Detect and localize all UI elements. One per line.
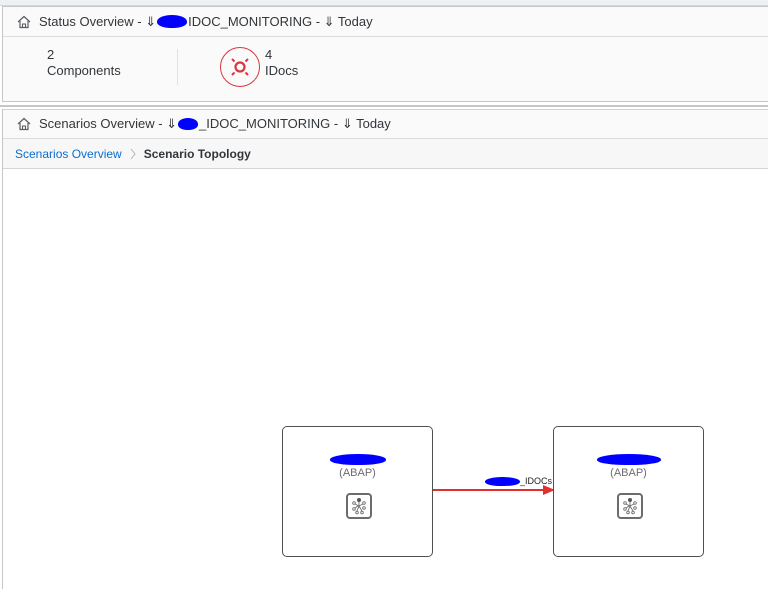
edge-label: _IDOCs (485, 476, 552, 486)
edge-label-suffix: _IDOCs (520, 476, 553, 486)
breadcrumb-scenarios-overview-link[interactable]: Scenarios Overview (15, 146, 122, 161)
redacted-system-name (178, 118, 199, 130)
idocs-status-icon-button[interactable] (220, 47, 260, 87)
scenarios-title-prefix: Scenarios Overview - ⇓ (39, 116, 178, 131)
node-name (554, 451, 703, 466)
status-overview-panel: Status Overview - ⇓ IDOC_MONITORING - ⇓ … (2, 6, 768, 102)
node-type: (ABAP) (339, 467, 376, 479)
components-label: Components (47, 63, 121, 78)
topology-node-source[interactable]: (ABAP) (282, 426, 433, 557)
error-target-icon (231, 58, 249, 76)
topology-node-target[interactable]: (ABAP) (553, 426, 704, 557)
topology-canvas[interactable]: (ABAP) _IDOCs (3, 171, 768, 591)
status-overview-header[interactable]: Status Overview - ⇓ IDOC_MONITORING - ⇓ … (3, 7, 768, 37)
components-stat[interactable]: 2 Components (47, 47, 121, 79)
status-title-prefix: Status Overview - ⇓ (39, 13, 157, 29)
redacted-edge-name (485, 476, 520, 486)
home-icon (17, 117, 31, 131)
panel-gap (0, 102, 768, 107)
node-type: (ABAP) (610, 467, 647, 479)
redacted-node-name (596, 454, 661, 466)
breadcrumb: Scenarios Overview Scenario Topology (3, 139, 768, 169)
scenarios-overview-header[interactable]: Scenarios Overview - ⇓ _IDOC_MONITORING … (3, 109, 768, 139)
scenarios-title-suffix: _IDOC_MONITORING - ⇓ Today (199, 116, 391, 131)
idocs-label: IDocs (265, 63, 299, 78)
topology-edge-arrow[interactable] (433, 481, 557, 501)
home-icon (17, 15, 31, 28)
status-title-suffix: IDOC_MONITORING - ⇓ Today (188, 13, 373, 29)
system-network-icon[interactable] (346, 493, 372, 519)
idocs-count: 4 (265, 47, 273, 62)
idocs-stat[interactable]: 4 IDocs (265, 47, 298, 79)
stats-divider (177, 49, 178, 85)
system-network-icon[interactable] (617, 493, 643, 519)
top-strip (0, 0, 768, 6)
status-stats: 2 Components 4 IDocs (3, 37, 768, 101)
breadcrumb-current: Scenario Topology (143, 146, 251, 161)
redacted-system-name (157, 15, 188, 28)
chevron-right-icon (130, 148, 136, 159)
components-count: 2 (47, 47, 55, 62)
node-name (283, 451, 432, 466)
scenarios-overview-panel: Scenarios Overview - ⇓ _IDOC_MONITORING … (2, 109, 768, 589)
redacted-node-name (329, 454, 386, 466)
